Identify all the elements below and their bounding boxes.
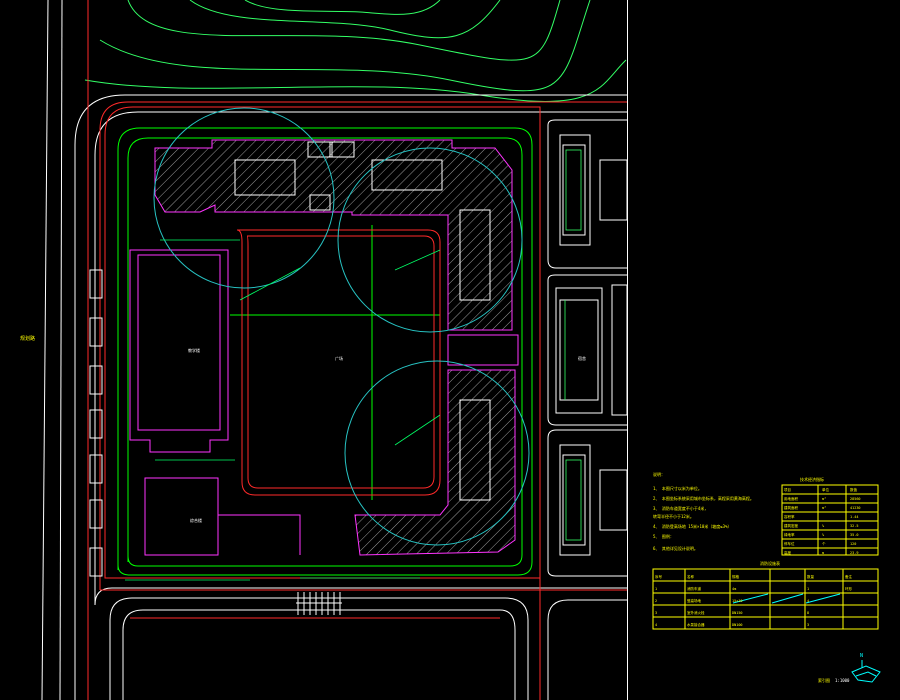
large-table-cell: 登高场地 (687, 598, 701, 603)
main-hatched-building (154, 139, 519, 556)
large-table-cell: 4 (655, 623, 657, 627)
large-table-cell: 数量 (807, 574, 815, 579)
small-table-cell: 1.44 (850, 515, 858, 519)
annotation-ticks (125, 239, 441, 581)
small-table-cell: 项目 (784, 487, 791, 492)
small-table-cell: 单位 (822, 487, 830, 492)
small-table-cell: 35.0 (850, 533, 858, 537)
north-label: N (860, 653, 863, 659)
large-table-cell: 名称 (687, 574, 695, 579)
sheet-frame-divider (627, 0, 628, 700)
small-table (781, 484, 879, 556)
crosswalk (296, 592, 342, 615)
notes-line-3: 3、 消防车道宽度不小于4米， (653, 505, 708, 511)
notes-line-4: 转弯半径不小于12米。 (653, 513, 694, 519)
building-label-west: 教学楼 (188, 347, 200, 353)
west-road (41, 0, 63, 700)
small-table-cell: % (822, 524, 825, 528)
notes-line-5: 4、 消防登高场地 15米×10米（坡度≤3%） (653, 523, 732, 529)
large-table-cell: 室外消火栓 (687, 610, 705, 615)
small-table-cell: 23.9 (850, 551, 858, 555)
large-table-cell: 序号 (655, 574, 663, 579)
large-table-cell: 4m (732, 587, 736, 591)
notes-block: 说明： 1、 本图尺寸以米为单位。 2、 本图坐标系统采用城市坐标系，高程采用黄… (653, 471, 754, 551)
notes-line-6: 5、 图例： (653, 533, 674, 539)
property-lines (87, 0, 627, 700)
small-table-cell: 用地面积 (784, 496, 798, 501)
southwest-building (144, 477, 301, 556)
contour-lines (84, 0, 627, 103)
large-table-cell: 3 (655, 611, 657, 615)
notes-line-2: 2、 本图坐标系统采用城市坐标系，高程采用黄海高程。 (653, 495, 754, 501)
large-table (652, 568, 879, 630)
large-table-cell: 3 (807, 623, 809, 627)
small-table-cell: 120 (850, 542, 856, 546)
small-table-cell: m (822, 551, 824, 555)
large-table-cell: 备注 (845, 574, 853, 579)
small-table-cell: 数值 (850, 487, 858, 492)
east-block-detail (564, 149, 582, 541)
large-table-cell: 1 (807, 587, 809, 591)
large-table-cell: 规格 (732, 574, 740, 579)
small-table-cell: 41230 (850, 506, 861, 510)
small-table-cell: 停车位 (784, 541, 795, 546)
notes-line-1: 1、 本图尺寸以米为单位。 (653, 485, 702, 491)
large-table-cell: DN150 (732, 611, 743, 615)
large-table-cell: 8 (807, 611, 809, 615)
small-table-cell: m² (822, 497, 826, 501)
small-table-cell: 建筑面积 (784, 505, 798, 510)
notes-title: 说明： (653, 471, 665, 477)
large-table-cell: 2 (655, 599, 657, 603)
fire-lane (117, 127, 533, 576)
site-key-plan-icon (851, 660, 881, 683)
small-table-cell: 高度 (784, 550, 792, 555)
key-plan-label: 索引图 (818, 677, 830, 683)
central-court-label: 广场 (335, 355, 343, 361)
large-table-cell: 1 (655, 587, 657, 591)
road-west-label: 规划路 (20, 335, 35, 342)
courtyard (236, 229, 441, 496)
small-table-cell: 绿地率 (784, 532, 795, 537)
small-table-title: 技术经济指标 (800, 476, 824, 482)
east-blocks (547, 119, 628, 577)
large-table-cell: 环形 (845, 586, 853, 591)
large-table-cell: 水泵接合器 (687, 622, 705, 627)
small-table-cell: 32.5 (850, 524, 858, 528)
building-label-east: 宿舍 (578, 355, 586, 361)
notes-line-7: 6、 其他详见设计说明。 (653, 545, 698, 551)
large-table-cells: 序号 名称 规格 数量 备注 1 消防车道 4m 1 环形 2 登高场地 15×10 4 3 室外消火栓 DN1… (655, 574, 853, 627)
building-label-southwest: 综合楼 (190, 517, 202, 523)
large-table-title: 消防设施表 (760, 560, 780, 566)
small-table-cell: m² (822, 506, 826, 510)
small-table-cell: 个 (822, 541, 826, 546)
large-table-cell: DN100 (732, 623, 743, 627)
small-table-cell: % (822, 533, 825, 537)
parking-stalls (89, 269, 103, 577)
west-building (129, 249, 229, 453)
large-table-cell: 4 (807, 599, 809, 603)
small-table-cell: 28560 (850, 497, 861, 501)
fire-radius-circles (153, 107, 530, 546)
scale-label: 1:1000 (835, 678, 850, 683)
large-table-cell: 消防车道 (687, 586, 701, 591)
small-table-cell: 建筑密度 (784, 523, 798, 528)
small-table-cell: 容积率 (784, 514, 795, 519)
large-table-cell: 15×10 (732, 599, 743, 603)
